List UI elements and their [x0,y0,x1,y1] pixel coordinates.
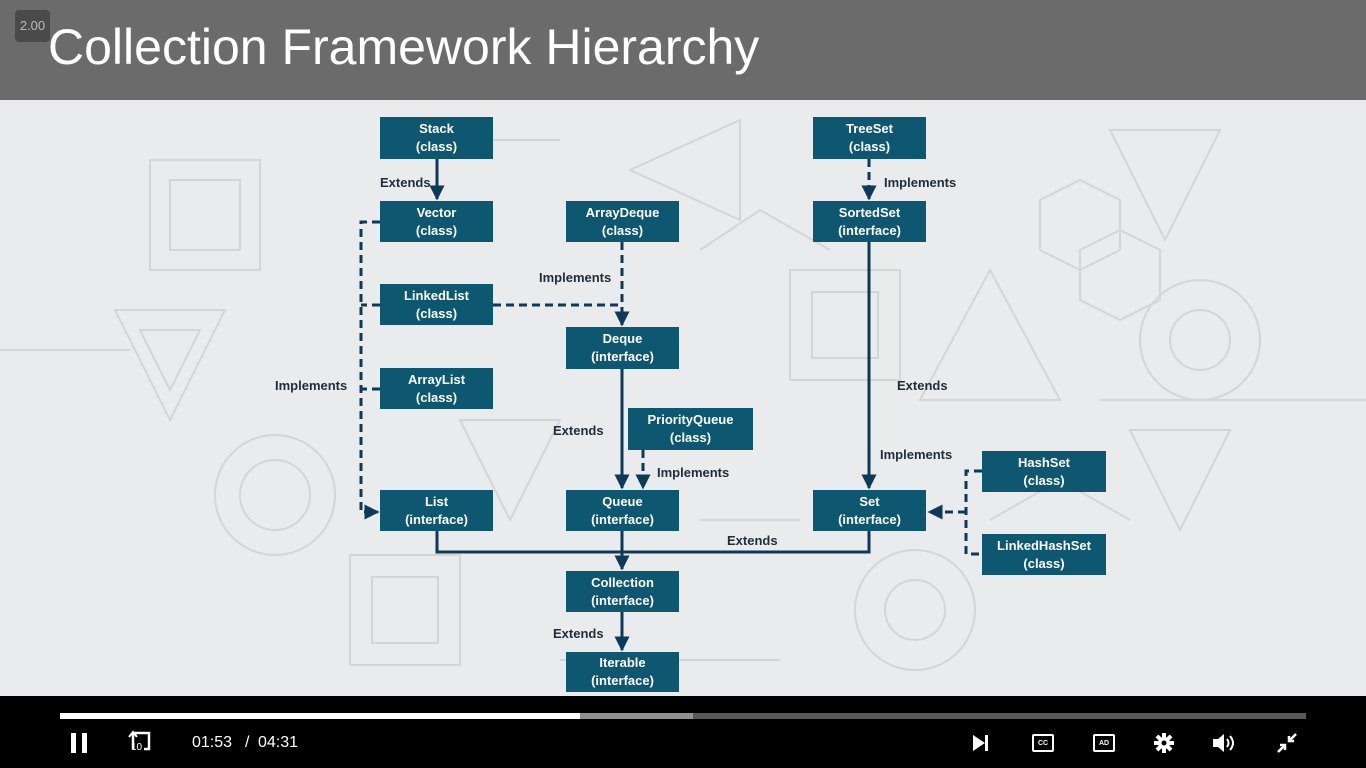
node-deque-name: Deque [602,331,643,346]
node-iterable-name: Iterable [599,655,646,670]
node-vector: Vector (class) [380,201,493,242]
current-time: 01:53 [192,734,233,751]
node-sortedset-kind: (interface) [838,222,901,238]
node-vector-kind: (class) [415,222,458,238]
next-button[interactable] [966,728,996,758]
node-linkedhashset: LinkedHashSet (class) [982,534,1106,575]
node-hashset-kind: (class) [1023,472,1065,488]
node-arraydeque: ArrayDeque (class) [566,201,679,242]
node-queue-name: Queue [602,493,643,509]
node-treeset-kind: (class) [848,139,891,154]
ad-label: AD [1098,739,1110,747]
hierarchy-connectors [359,159,982,652]
node-arraylist-kind: (class) [415,389,458,405]
cc-label: CC [1037,739,1049,747]
node-set: Set (interface) [813,490,926,531]
node-arraydeque-kind: (class) [601,222,644,238]
node-linkedlist-name: LinkedList [403,287,469,303]
duration: 04:31 [258,734,299,751]
pause-button[interactable] [64,728,94,758]
node-queue-kind: (interface) [591,511,654,527]
audio-description-icon: AD [1093,734,1115,752]
node-priorityqueue-name: PriorityQueue [647,412,734,427]
node-deque: Deque (interface) [566,327,679,369]
replay-10-icon [128,730,151,751]
label-treeset-sortedset: Implements [884,175,957,190]
node-list-name: List [424,493,449,509]
audio-description-button[interactable]: AD [1089,728,1119,758]
node-sortedset-name: SortedSet [838,204,901,220]
settings-button[interactable] [1149,728,1179,758]
node-queue: Queue (interface) [566,490,679,531]
label-pq-queue: Implements [657,465,730,480]
gear-icon [1154,733,1174,753]
node-vector-name: Vector [416,204,457,220]
progress-bar[interactable] [60,713,1306,719]
volume-icon [1213,734,1234,752]
node-arraylist: ArrayList (class) [380,368,493,409]
node-priorityqueue: PriorityQueue (class) [628,408,753,450]
edge-to-collection [435,531,871,569]
label-deque-queue: Extends [553,423,604,438]
node-collection-kind: (interface) [591,592,654,608]
label-stack-vector: Extends [380,175,431,190]
node-sortedset: SortedSet (interface) [813,201,926,242]
skip-back-button[interactable]: 10 [126,728,156,758]
slide-title-bar: Collection Framework Hierarchy [0,0,1366,100]
skip-next-icon [973,735,988,751]
exit-fullscreen-icon [1277,733,1297,753]
node-linkedlist-kind: (class) [415,305,458,321]
node-hashset-name: HashSet [1017,454,1071,470]
closed-captions-icon: CC [1032,734,1054,752]
video-frame[interactable]: Collection Framework Hierarchy 2.00 [0,0,1366,696]
node-list: List (interface) [380,490,493,531]
node-linkedhashset-name: LinkedHashSet [997,537,1091,553]
node-arraydeque-name: ArrayDeque [585,204,660,220]
node-treeset: TreeSet (class) [813,117,926,159]
node-collection-name: Collection [591,574,654,590]
player-controls: 10 01:53 / 04:31 CC AD [0,696,1366,768]
node-treeset-name: TreeSet [846,121,893,136]
node-linkedlist: LinkedList (class) [380,284,493,325]
pause-icon [71,733,87,753]
node-stack-name: Stack [419,121,454,136]
exit-fullscreen-button[interactable] [1272,728,1302,758]
node-set-name: Set [859,493,880,509]
node-stack: Stack (class) [380,117,493,159]
node-list-kind: (interface) [405,511,468,527]
captions-button[interactable]: CC [1028,728,1058,758]
label-arraydeque-deque: Implements [539,270,612,285]
node-iterable-kind: (interface) [591,673,654,688]
skip-back-seconds: 10 [131,742,143,753]
node-deque-kind: (interface) [591,349,654,364]
node-priorityqueue-kind: (class) [669,430,712,445]
node-hashset: HashSet (class) [982,451,1106,492]
label-list-implements: Implements [275,378,348,393]
edge-hashsets-set [929,469,982,556]
time-separator: / [245,734,250,751]
node-linkedhashset-kind: (class) [1023,555,1065,571]
node-iterable: Iterable (interface) [566,652,679,692]
label-to-collection: Extends [727,533,778,548]
node-stack-kind: (class) [415,139,458,154]
node-set-kind: (interface) [838,511,901,527]
node-collection: Collection (interface) [566,571,679,612]
volume-button[interactable] [1210,728,1240,758]
playback-speed-badge[interactable]: 2.00 [15,10,50,42]
slide-title: Collection Framework Hierarchy [48,19,760,75]
progress-played [60,713,580,719]
node-arraylist-name: ArrayList [407,371,466,387]
label-sortedset-set: Extends [897,378,948,393]
label-hashsets-set: Implements [880,447,953,462]
edge-lists-list [359,220,380,520]
label-collection-iterable: Extends [553,626,604,641]
